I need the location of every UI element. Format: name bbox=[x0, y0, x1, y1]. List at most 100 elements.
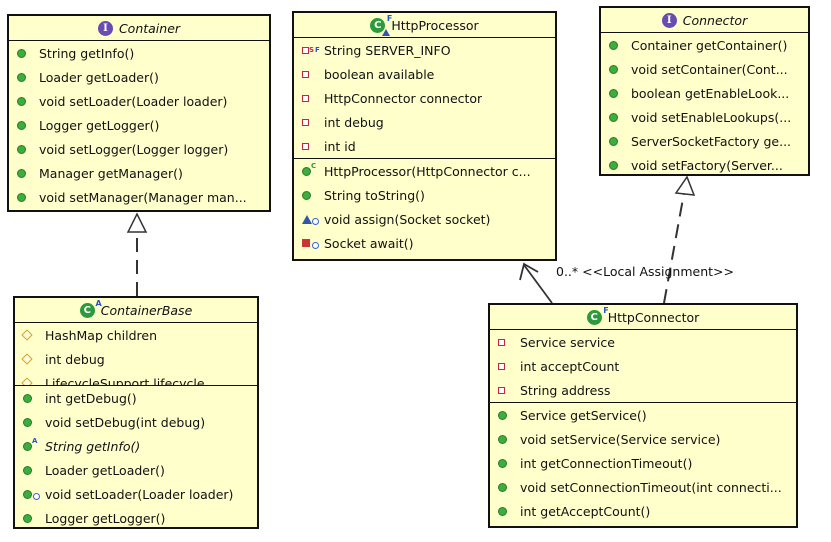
synchronized-icon bbox=[312, 242, 319, 249]
field-row: Service service bbox=[490, 330, 796, 354]
public-method-icon bbox=[609, 136, 618, 146]
method-row: Container getContainer() bbox=[601, 33, 808, 57]
field-row: String address bbox=[490, 378, 796, 402]
method-row: void setEnableLookups(... bbox=[601, 105, 808, 129]
method-row: Loader getLoader() bbox=[9, 65, 269, 89]
method-row: void setLoader(Loader loader) bbox=[9, 89, 269, 113]
connector-methods: Container getContainer() void setContain… bbox=[601, 33, 808, 174]
public-method-icon bbox=[17, 120, 26, 130]
method-row: String getInfo() bbox=[9, 41, 269, 65]
public-method-icon bbox=[23, 393, 32, 403]
public-method-icon bbox=[498, 434, 507, 444]
public-method-icon bbox=[17, 72, 26, 82]
realization-arrowhead-container bbox=[126, 212, 148, 233]
method-row: ServerSocketFactory ge... bbox=[601, 129, 808, 153]
realization-line-httpconnector bbox=[663, 192, 685, 304]
public-method-icon bbox=[23, 465, 32, 475]
field-row: HttpConnector connector bbox=[294, 86, 555, 110]
connector-name: Connector bbox=[682, 12, 748, 28]
private-field-icon bbox=[302, 142, 309, 150]
protected-field-icon bbox=[21, 353, 33, 365]
public-method-icon bbox=[17, 48, 26, 58]
private-field-icon bbox=[498, 338, 505, 346]
public-method-icon bbox=[302, 190, 311, 200]
method-row: int getConnectionTimeout() bbox=[490, 451, 796, 475]
private-field-icon bbox=[302, 70, 309, 78]
httpprocessor-name: HttpProcessor bbox=[391, 17, 479, 33]
method-row: Loader getLoader() bbox=[15, 458, 257, 482]
field-row: int debug bbox=[15, 347, 257, 371]
method-row: Logger getLogger() bbox=[15, 506, 257, 527]
field-row: HashMap children bbox=[15, 323, 257, 347]
private-field-icon bbox=[498, 386, 505, 394]
public-method-icon bbox=[23, 513, 32, 523]
realization-arrowhead-connector bbox=[674, 175, 696, 196]
protected-field-icon bbox=[21, 329, 33, 341]
method-row: void setConnectionTimeout(int connecti..… bbox=[490, 475, 796, 499]
synchronized-icon bbox=[312, 217, 319, 225]
containerbase-name: ContainerBase bbox=[100, 302, 193, 318]
public-method-icon bbox=[609, 64, 618, 74]
method-row: void setManager(Manager man... bbox=[9, 185, 269, 209]
package-method-icon bbox=[302, 214, 312, 224]
field-row: boolean available bbox=[294, 62, 555, 86]
method-row: void setContainer(Cont... bbox=[601, 57, 808, 81]
public-method-icon bbox=[17, 192, 26, 202]
interface-icon: I bbox=[97, 20, 113, 36]
method-row: Logger getLogger() bbox=[9, 113, 269, 137]
private-static-final-field-icon bbox=[302, 46, 309, 54]
association-arrowhead bbox=[519, 262, 539, 281]
public-method-icon bbox=[17, 168, 26, 178]
public-method-icon bbox=[498, 482, 507, 492]
public-method-icon bbox=[23, 417, 32, 427]
interface-icon: I bbox=[661, 12, 677, 28]
method-row: void setFactory(Server... bbox=[601, 153, 808, 174]
public-method-icon bbox=[609, 40, 618, 50]
container-methods: String getInfo() Loader getLoader() void… bbox=[9, 41, 269, 209]
private-field-icon bbox=[498, 362, 505, 370]
method-row: void setDebug(int debug) bbox=[15, 410, 257, 434]
method-row: int getAcceptCount() bbox=[490, 499, 796, 523]
method-row: int getDebug() bbox=[15, 386, 257, 410]
method-row: Service getService() bbox=[490, 403, 796, 427]
public-method-icon bbox=[17, 96, 26, 106]
public-method-icon bbox=[609, 112, 618, 122]
private-field-icon bbox=[302, 94, 309, 102]
abstract-method-icon bbox=[23, 441, 32, 451]
container-name: Container bbox=[118, 20, 181, 36]
method-row: String toString() bbox=[294, 183, 555, 207]
method-row: boolean getEnableLook... bbox=[601, 81, 808, 105]
method-row: void setLogger(Logger logger) bbox=[9, 137, 269, 161]
protected-field-icon bbox=[21, 377, 33, 385]
method-row: void assign(Socket socket) bbox=[294, 207, 555, 231]
constructor-icon bbox=[302, 166, 311, 176]
connector-title: I Connector bbox=[601, 8, 808, 33]
connector-interface-box[interactable]: I Connector Container getContainer() voi… bbox=[599, 6, 810, 176]
public-method-icon bbox=[498, 410, 507, 420]
private-field-icon bbox=[302, 118, 309, 126]
httpconnector-fields: Service service int acceptCount String a… bbox=[490, 330, 796, 403]
method-row: void setService(Service service) bbox=[490, 427, 796, 451]
public-method-icon bbox=[17, 144, 26, 154]
field-row: int id bbox=[294, 134, 555, 158]
method-row: void setLoader(Loader loader) bbox=[15, 482, 257, 506]
field-row: int acceptCount bbox=[490, 354, 796, 378]
containerbase-methods: int getDebug() void setDebug(int debug) … bbox=[15, 386, 257, 527]
container-title: I Container bbox=[9, 16, 269, 41]
containerbase-fields: HashMap children int debug LifecycleSupp… bbox=[15, 323, 257, 386]
field-row: LifecycleSupport lifecycle bbox=[15, 371, 257, 385]
association-label: 0..* <<Local Assignment>> bbox=[556, 264, 734, 279]
container-interface-box[interactable]: I Container String getInfo() Loader getL… bbox=[7, 14, 271, 212]
